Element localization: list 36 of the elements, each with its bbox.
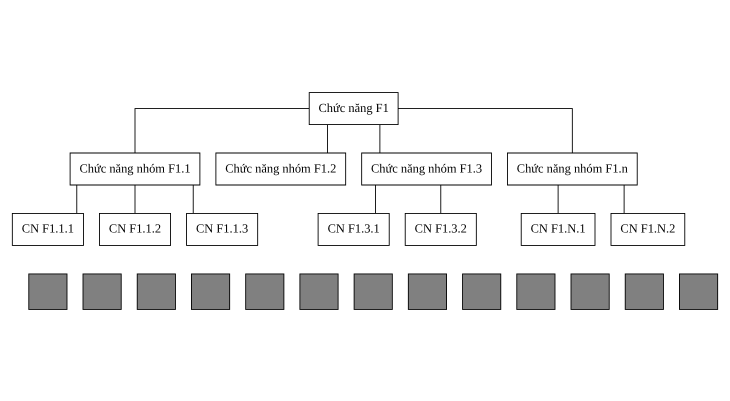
node-box: CN F1.3.1 xyxy=(318,212,390,246)
node-box: Chức năng F1 xyxy=(308,92,399,124)
node-box xyxy=(191,272,230,310)
node-box xyxy=(28,272,68,310)
node-box: Chức năng nhóm F1.3 xyxy=(361,152,492,185)
connector xyxy=(624,184,625,214)
node-box: Chức năng nhóm F1.1 xyxy=(70,152,200,185)
node-box xyxy=(245,272,284,310)
node-box: Chức năng nhóm F1.2 xyxy=(215,152,346,185)
node-box: CN F1.1.3 xyxy=(186,212,258,246)
node-box xyxy=(299,272,339,310)
connector xyxy=(134,184,136,214)
connector xyxy=(558,184,559,214)
node-box: CN F1.N.2 xyxy=(610,212,686,246)
connector xyxy=(327,124,328,153)
node-box: CN F1.N.1 xyxy=(520,212,596,246)
connector xyxy=(379,124,380,153)
node-box: CN F1.1.2 xyxy=(99,212,171,246)
node-box xyxy=(516,272,556,310)
node-box xyxy=(408,272,447,310)
node-box xyxy=(679,272,718,310)
connector xyxy=(398,108,573,153)
node-box: CN F1.1.1 xyxy=(12,212,84,246)
node-box xyxy=(570,272,610,310)
node-box: Chức năng nhóm F1.n xyxy=(507,152,638,185)
connector xyxy=(134,108,310,153)
node-box xyxy=(82,272,122,310)
connector xyxy=(375,184,376,214)
node-box xyxy=(354,272,393,310)
connector xyxy=(192,184,194,214)
node-box: CN F1.3.2 xyxy=(404,212,477,246)
node-box xyxy=(462,272,502,310)
connector xyxy=(76,184,78,214)
node-box xyxy=(136,272,176,310)
node-box xyxy=(624,272,664,310)
connector xyxy=(440,184,442,214)
